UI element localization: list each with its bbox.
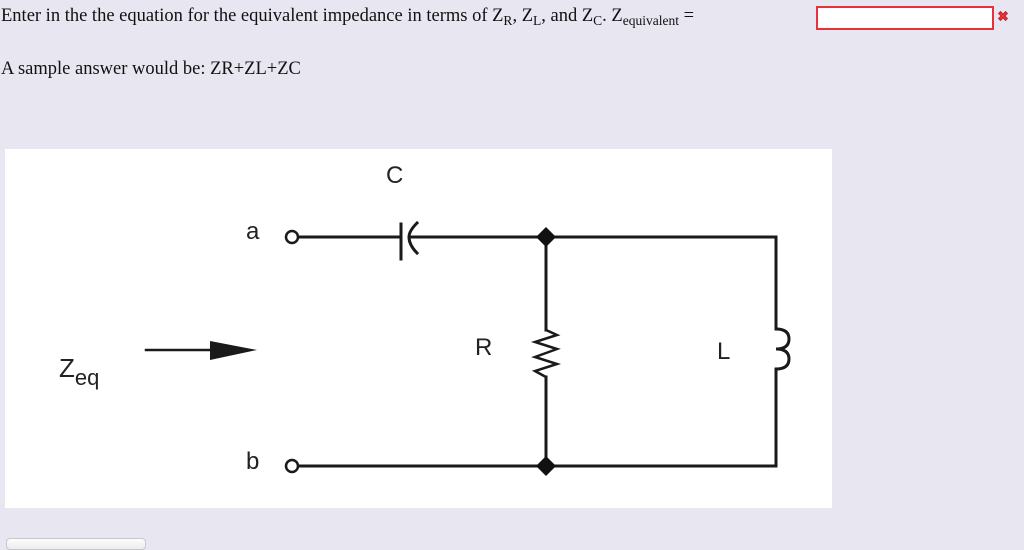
terminal-a-label: a (246, 218, 260, 245)
resistor-zigzag (530, 328, 562, 379)
terminal-a-circle (284, 229, 300, 245)
sample-answer-text: A sample answer would be: ZR+ZL+ZC (1, 59, 301, 79)
z-equivalent-symbol: Zequivalent (611, 6, 679, 28)
zeq-label: Zeq (59, 353, 99, 390)
node-top (536, 227, 556, 247)
capacitor-label: C (386, 162, 403, 189)
resistor-label: R (475, 334, 492, 361)
question-text: Enter in the the equation for the equiva… (1, 6, 695, 28)
terminal-b-circle (284, 458, 300, 474)
submit-button[interactable] (6, 538, 146, 550)
terminal-b-label: b (246, 448, 259, 475)
inductor-label: L (717, 338, 730, 365)
circuit-svg: C a b R L Zeq (59, 162, 791, 476)
answer-input[interactable] (816, 6, 994, 30)
z-c-symbol: ZC (581, 6, 603, 28)
red-x-icon (996, 9, 1010, 23)
circuit-diagram: C a b R L Zeq (5, 149, 832, 508)
z-r-symbol: ZR (492, 6, 513, 28)
z-l-symbol: ZL (521, 6, 542, 28)
inductor-coil (774, 327, 791, 371)
arrow-head-icon (210, 341, 257, 360)
question-prefix: Enter in the the equation for the equiva… (1, 6, 493, 26)
node-bottom (536, 456, 556, 476)
